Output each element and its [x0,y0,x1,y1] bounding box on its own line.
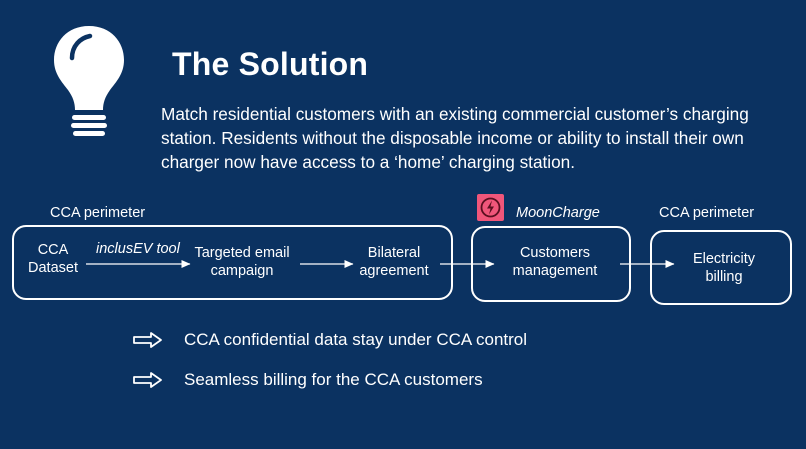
node-targeted-email: Targeted email campaign [182,244,302,280]
solution-description: Match residential customers with an exis… [161,104,749,172]
node-bilateral-agreement-line-2: agreement [359,263,429,279]
node-customers-management-line-1: Customers [519,245,591,261]
slide-title: The Solution [172,46,369,82]
cca-perimeter-box [12,225,453,300]
node-bilateral-agreement: Bilateral agreement [346,244,442,280]
mooncharge-label: MoonCharge [516,205,600,221]
node-cca-dataset: CCA Dataset [20,241,86,277]
mooncharge-logo-icon [477,194,504,221]
node-electricity-billing-line-2: billing [705,269,743,285]
node-targeted-email-line-2: campaign [210,263,274,279]
bullet-confidential-data: CCA confidential data stay under CCA con… [184,330,528,349]
right-perimeter-label: CCA perimeter [659,205,755,221]
left-perimeter-label: CCA perimeter [50,205,146,221]
node-targeted-email-line-1: Targeted email [194,245,290,261]
lightbulb-icon [54,26,124,136]
node-electricity-billing: Electricity billing [672,250,776,286]
node-bilateral-agreement-line-1: Bilateral [367,245,421,261]
node-cca-dataset-line-1: CCA [37,242,69,258]
node-customers-management: Customers management [494,244,616,280]
bullet-seamless-billing: Seamless billing for the CCA customers [184,370,483,389]
inclusev-tool-label: inclusEV tool [96,241,180,257]
node-customers-management-line-2: management [512,263,598,279]
outline-arrow-right-icon [133,372,162,388]
outline-arrow-right-icon [133,332,162,348]
billing-perimeter-box [650,230,792,305]
node-cca-dataset-line-2: Dataset [28,260,78,276]
node-electricity-billing-line-1: Electricity [692,251,756,267]
